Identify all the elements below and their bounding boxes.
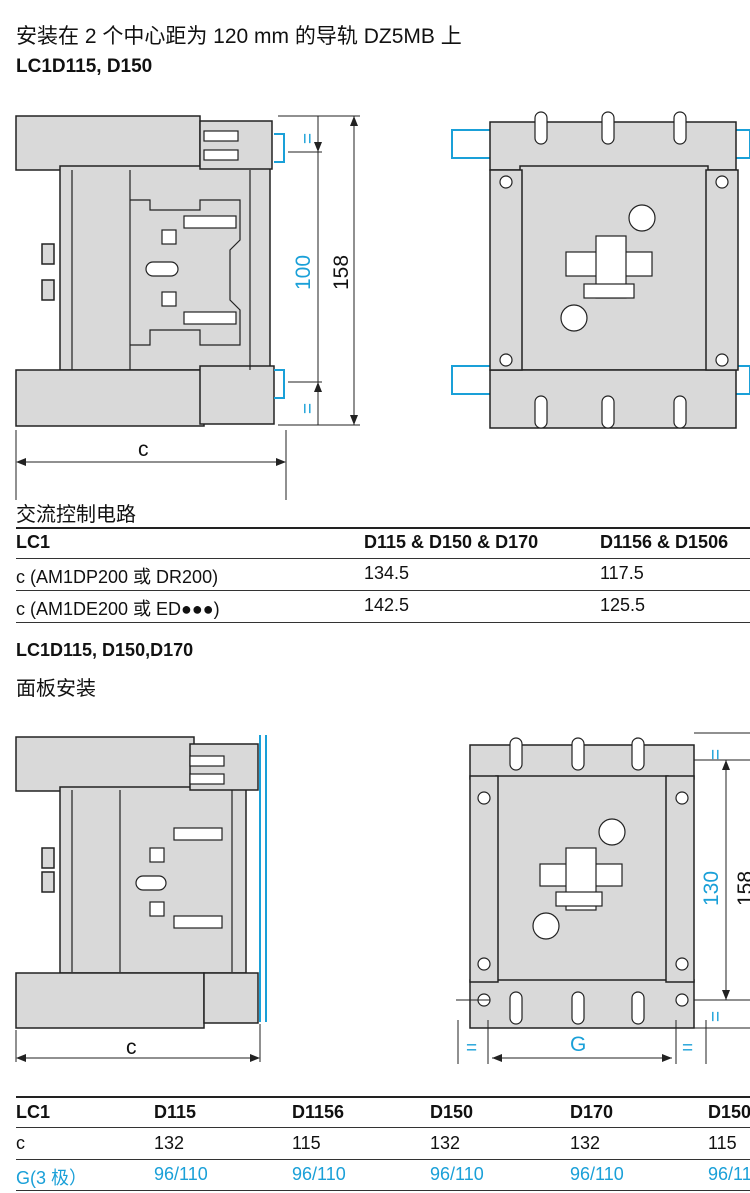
table2-row2-d1506: 96/110	[708, 1164, 750, 1184]
table1-rule	[16, 558, 750, 559]
table2-top-rule	[16, 1096, 750, 1098]
dim-c-panel: c	[126, 1036, 137, 1059]
table1-row2-label: c (AM1DE200 或 ED●●●)	[16, 599, 220, 619]
table2-rule	[16, 1127, 750, 1128]
table1-row2-val2: 125.5	[600, 595, 646, 615]
table1-title: 交流控制电路	[16, 504, 136, 526]
table2-row1-d1156: 115	[292, 1133, 321, 1153]
equal-mark-panel-top: =	[706, 748, 727, 760]
dim-158-panel: 158	[734, 870, 750, 906]
table1-row1-val1: 134.5	[364, 563, 410, 583]
equal-mark-panel-right: =	[706, 1010, 727, 1022]
table2-row1-d170: 132	[570, 1133, 601, 1153]
table1-header-d115: D115 & D150 & D170	[364, 532, 539, 552]
table2-row2-d1156: 96/110	[292, 1164, 346, 1184]
table1-row1-val2: 117.5	[600, 563, 644, 583]
equal-mark-panel-bottom: =	[682, 1038, 694, 1059]
section2-mount: 面板安装	[16, 678, 96, 700]
table2-header-d1506: D1506	[708, 1102, 750, 1122]
dim-G: G	[570, 1033, 587, 1056]
dim-c: c	[138, 438, 149, 461]
page-title: 安装在 2 个中心距为 120 mm 的导轨 DZ5MB 上	[16, 25, 462, 48]
section2-models: LC1D115, D150,D170	[16, 640, 194, 660]
table1-header-lc1: LC1	[16, 532, 51, 552]
table2-row2-d170: 96/110	[570, 1164, 624, 1184]
table1-row1-label: c (AM1DP200 或 DR200)	[16, 567, 219, 587]
diagram-panel-mount	[15, 732, 750, 1064]
table2-row1-d115: 132	[154, 1133, 185, 1153]
table1-row2-val1: 142.5	[364, 595, 410, 615]
table2-header-d115: D115	[154, 1102, 197, 1122]
table2-row1-label: c	[16, 1133, 25, 1153]
table2-row2-label: G(3 极）	[16, 1168, 88, 1188]
table1-rule	[16, 622, 750, 623]
table2-row2-d115: 96/110	[154, 1164, 208, 1184]
table2-row2-d150: 96/110	[430, 1164, 484, 1184]
table2-row1-d150: 132	[430, 1133, 461, 1153]
table2-bottom-rule	[16, 1190, 750, 1191]
table1-rule	[16, 590, 750, 591]
table2-rule	[16, 1159, 750, 1160]
equal-mark-panel-left: =	[466, 1038, 478, 1059]
table2-header-d150: D150	[430, 1102, 474, 1122]
table2-header-d1156: D1156	[292, 1102, 345, 1122]
table2-row1-d1506: 115	[708, 1133, 737, 1153]
table1-top-rule	[16, 527, 750, 529]
diagram-rail-mount	[15, 111, 750, 500]
table2-header-lc1: LC1	[16, 1102, 51, 1122]
table2-header-d170: D170	[570, 1102, 614, 1122]
model-heading: LC1D115, D150	[16, 56, 153, 77]
dim-130: 130	[700, 870, 723, 906]
table1-header-d1156: D1156 & D1506	[600, 532, 729, 552]
